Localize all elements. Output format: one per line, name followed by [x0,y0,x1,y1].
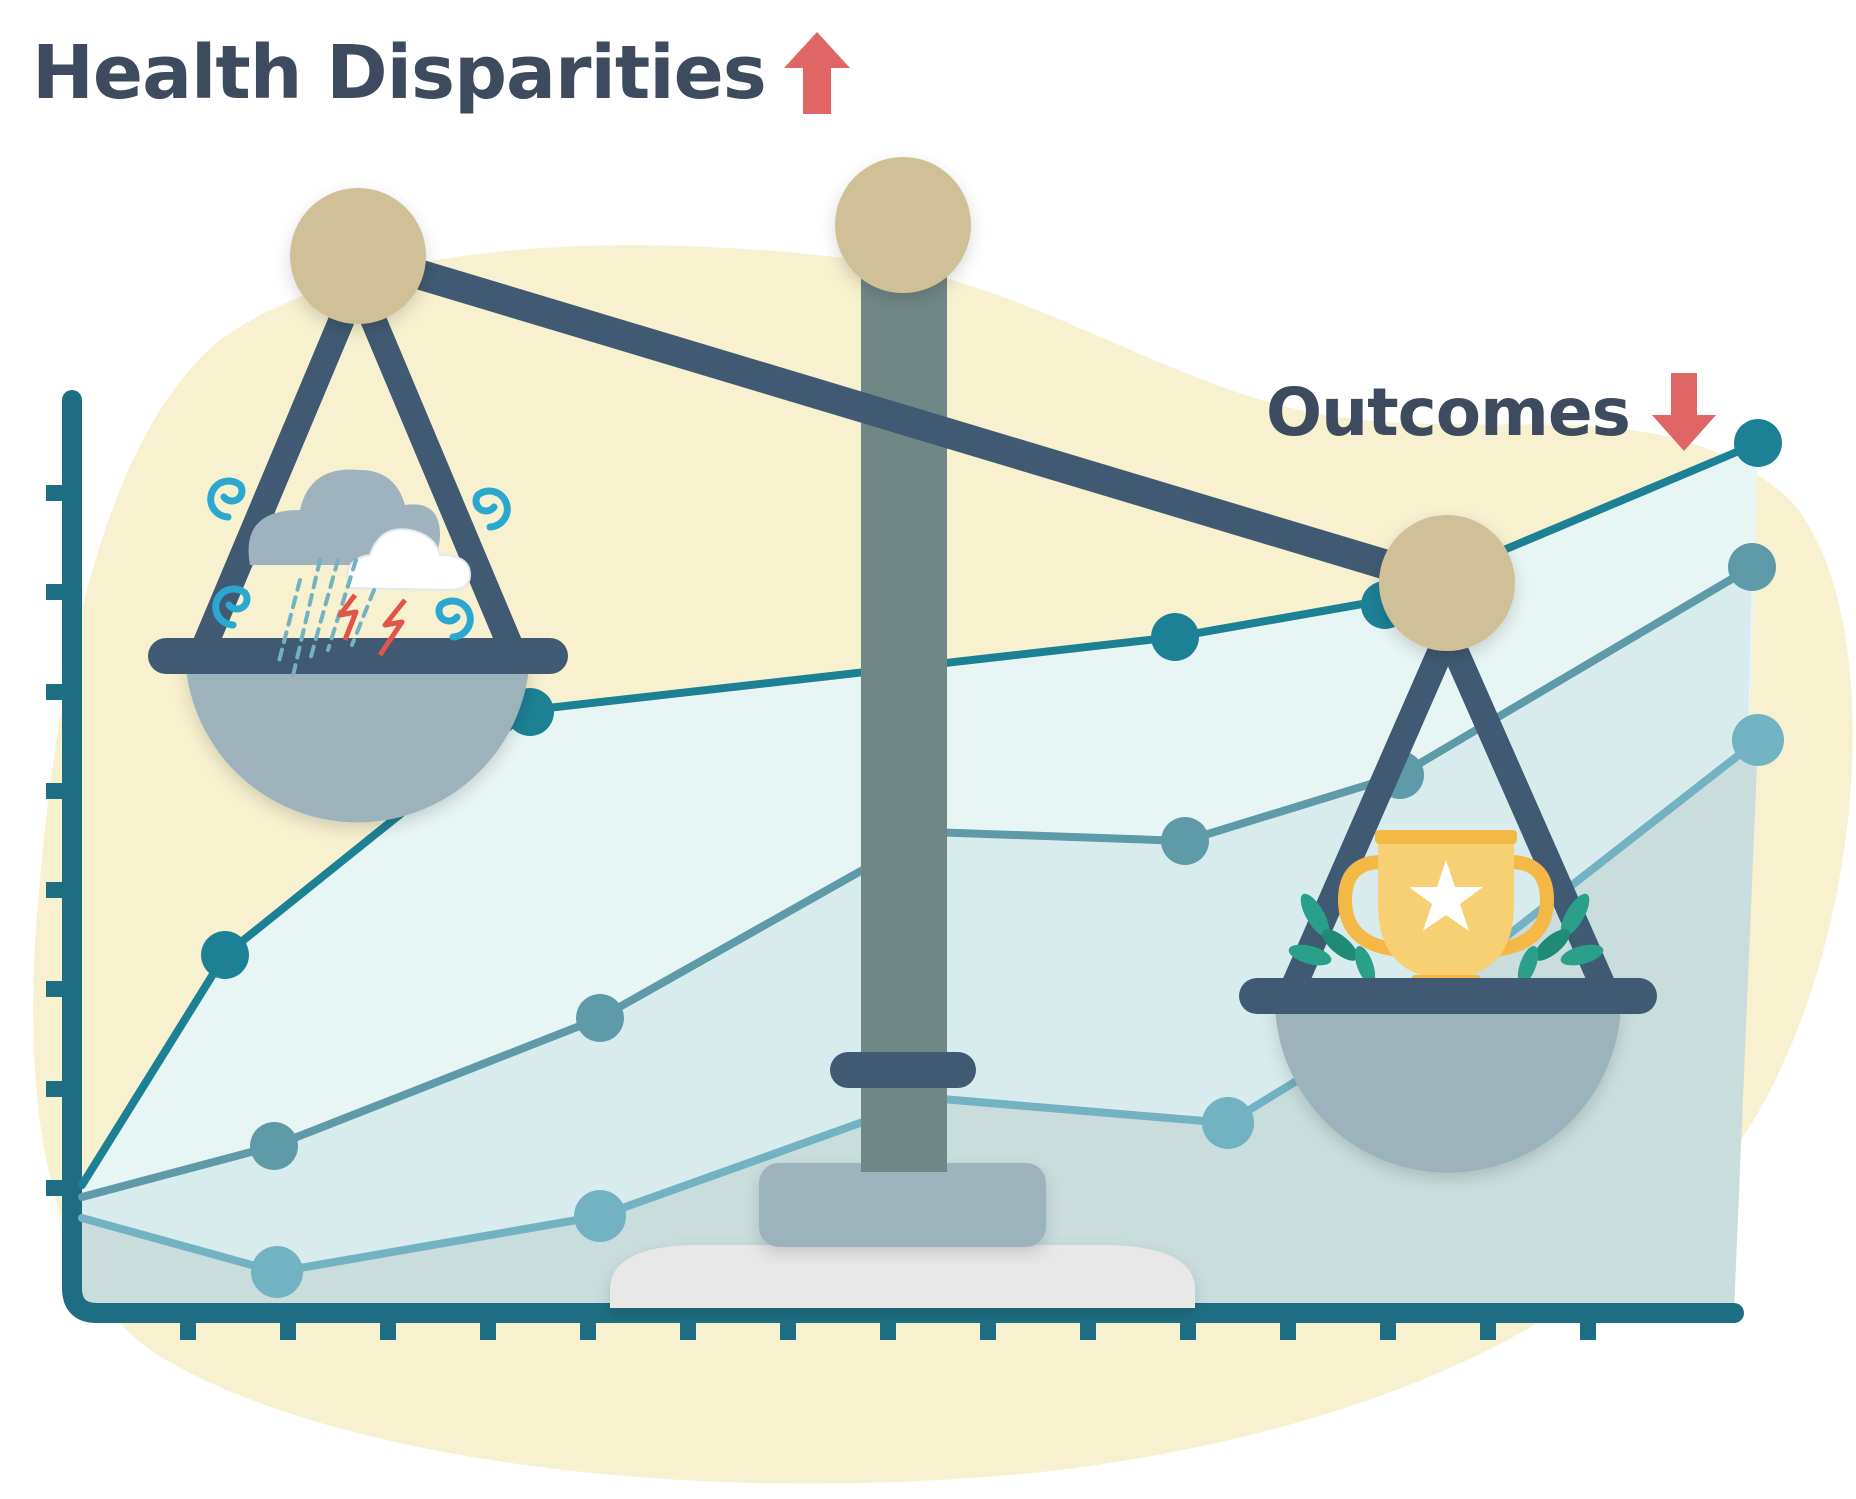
right-bowl [1275,1000,1621,1173]
point-mid-5 [1728,543,1776,591]
wind-swirl-icon [207,477,511,641]
headline-title: Health Disparities [32,18,850,128]
point-mid-3 [1161,817,1209,865]
star-icon [1409,860,1483,931]
arrow-up-icon [783,32,850,114]
arrow-down-icon [1651,373,1716,451]
health-disparities-text: Health Disparities [32,30,767,116]
point-mid-2 [576,994,624,1042]
outcomes-text: Outcomes [1266,373,1631,451]
base-block [759,1163,1046,1247]
outcomes-label: Outcomes [1266,362,1716,462]
scale-base [610,1163,1195,1308]
trophy-icon [1337,830,1555,989]
chart-axes [46,390,1744,1340]
storm-cloud-icon [248,469,472,592]
point-low-4 [1732,714,1784,766]
left-bowl [185,650,530,823]
right-pan [1239,515,1657,1173]
left-knob [290,188,426,324]
lightning-icon [337,593,407,657]
pillar-collar [830,1052,976,1088]
right-knob [1379,515,1515,651]
left-pan-bar [148,638,568,674]
point-low-2 [574,1190,626,1242]
scale-beam [343,241,1462,598]
leaf-icon [1288,893,1604,984]
pillar-knob [835,157,971,293]
point-mid-1 [250,1122,298,1170]
area-low [82,740,1758,1313]
rain-icon [276,558,376,682]
right-pan-bar [1239,978,1657,1014]
point-low-3 [1202,1097,1254,1149]
point-top-5 [1734,419,1782,467]
left-pan [148,188,568,823]
point-low-1 [251,1246,303,1298]
point-top-1 [201,931,249,979]
base-plinth [610,1245,1195,1308]
point-top-3 [1151,613,1199,661]
